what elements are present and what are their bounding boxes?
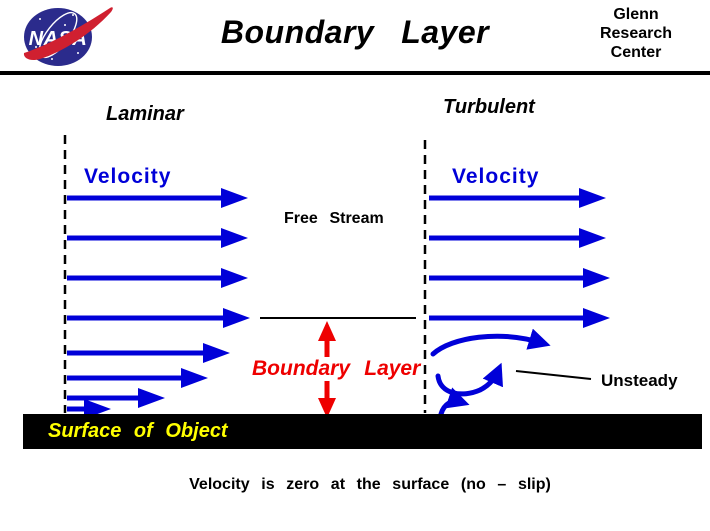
nasa-logo-swoosh [23, 7, 113, 61]
swirl-arc-middle [435, 362, 503, 397]
swirl-arc-bottom [438, 387, 470, 417]
org-line-2: Research [599, 25, 673, 42]
boundary-layer-extent-arrows [318, 321, 336, 418]
surface-of-object-label: Surface of Object [48, 420, 228, 442]
red-down-arrow-head [318, 398, 336, 418]
unsteady-label: Unsteady [601, 371, 678, 390]
velocity-label-laminar: Velocity [84, 165, 172, 188]
free-stream-label: Free Stream [284, 210, 384, 227]
boundary-edge-dashed-lines [63, 135, 427, 413]
velocity-label-turbulent: Velocity [452, 165, 540, 188]
no-slip-caption: Velocity is zero at the surface (no – sl… [189, 476, 551, 493]
red-up-arrow-head [318, 321, 336, 341]
unsteady-pointer-line [515, 370, 592, 380]
turbulent-label: Turbulent [443, 96, 535, 118]
org-line-1: Glenn [613, 6, 659, 23]
swirl-arc-top [430, 328, 551, 357]
boundary-layer-label: Boundary Layer [252, 357, 421, 380]
nasa-logo: NASA [23, 7, 113, 66]
org-line-3: Center [610, 44, 662, 61]
unsteady-swirl-arrows [430, 328, 551, 417]
org-name: Glenn Research Center [576, 5, 696, 62]
laminar-label: Laminar [106, 103, 184, 125]
velocity-profile-arrows [67, 188, 610, 419]
header-divider [0, 71, 710, 75]
surface-of-object-bar: Surface of Object [23, 414, 702, 449]
page-title: Boundary Layer [220, 14, 490, 50]
